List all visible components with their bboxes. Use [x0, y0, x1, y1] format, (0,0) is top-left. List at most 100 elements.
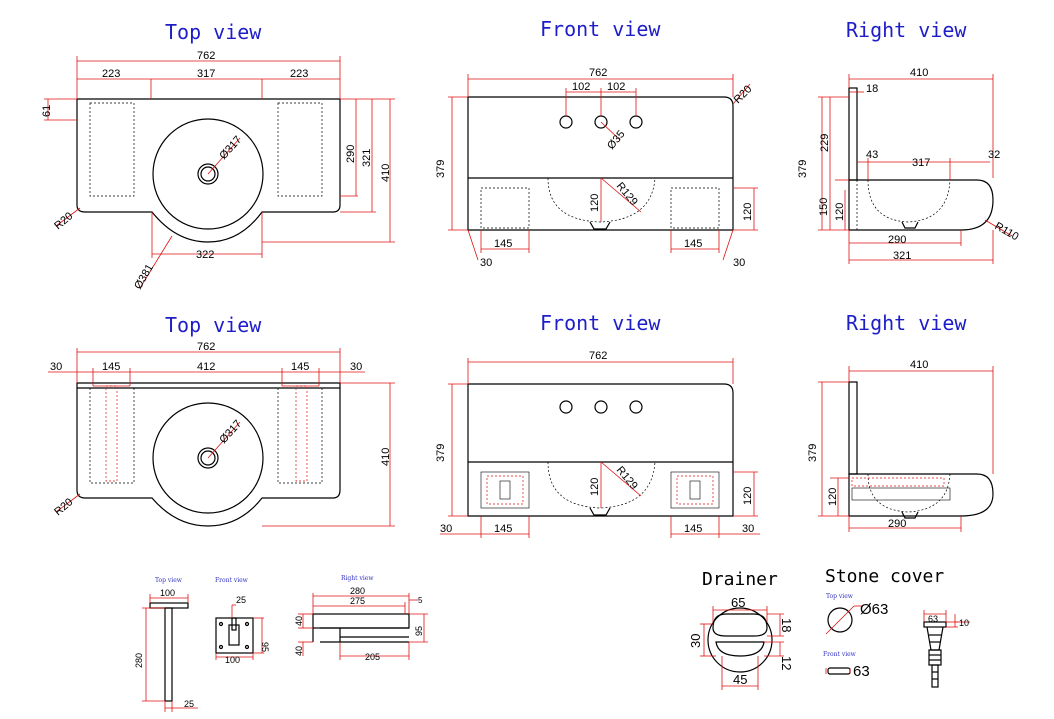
dim-front2-overall: 762	[589, 350, 607, 362]
dim-drainer-45: 45	[733, 672, 747, 687]
dim-front1-dia35: Ø35	[605, 128, 628, 152]
title-top-view-1: Top view	[165, 20, 262, 44]
dim-front2-120-right: 120	[742, 487, 754, 505]
drainer-detail: 65 18 30 12 45	[688, 595, 794, 690]
dim-right1-379: 379	[797, 160, 809, 178]
dim-cover-dia63: Ø63	[860, 601, 888, 618]
title-top-view-2: Top view	[165, 313, 262, 337]
dim-bracket-right-205: 205	[365, 652, 380, 662]
dim-bracket-right-40b: 40	[294, 646, 304, 656]
dim-top2-145a: 145	[102, 361, 120, 373]
top-view-1: 762 223 317 223 61 Ø317 290 321 410 R20 …	[41, 50, 395, 292]
dim-top1-right: 223	[290, 68, 308, 80]
title-front-view-1: Front view	[540, 17, 661, 41]
dim-bracket-right-5: 5	[418, 596, 423, 605]
dim-top1-322: 322	[196, 249, 214, 261]
stone-cover-detail: Ø63 63 63 10	[825, 601, 970, 688]
dim-top1-mid: 317	[197, 68, 215, 80]
right-view-1: 410 18 229 379 43 317 32 150 120 290 321…	[797, 67, 1021, 264]
label-bracket-front-view: Front view	[215, 577, 249, 584]
dim-cover-assembly-10: 10	[959, 618, 969, 628]
title-stone-cover: Stone cover	[825, 566, 944, 587]
dim-front1-r20: R20	[732, 83, 755, 106]
dim-front1-379: 379	[435, 160, 447, 178]
dim-front1-145a: 145	[494, 238, 512, 250]
dim-bracket-right-280: 280	[350, 586, 365, 596]
dim-front2-30a: 30	[440, 523, 452, 535]
label-cover-front-view: Front view	[823, 651, 857, 658]
bracket-top-view: 100 280 25	[134, 588, 198, 712]
dim-right1-229: 229	[819, 134, 831, 152]
dim-bracket-280: 280	[134, 653, 144, 668]
dim-right2-379: 379	[807, 444, 819, 462]
dim-top2-r20: R20	[52, 496, 75, 518]
dim-bracket-25: 25	[184, 699, 194, 709]
dim-top2-145b: 145	[291, 361, 309, 373]
dim-cover-front-63: 63	[853, 663, 870, 680]
dim-front1-r129: R129	[614, 180, 640, 208]
dim-top1-381: Ø381	[132, 262, 156, 291]
dim-front1-30a: 30	[480, 257, 492, 269]
dim-top1-edge: 61	[41, 105, 53, 117]
dim-right1-120: 120	[834, 203, 846, 221]
front-view-2: 762 379 R129 120 120 30 145 145 30	[435, 350, 760, 538]
dim-front1-145b: 145	[684, 238, 702, 250]
dim-top2-30b: 30	[350, 361, 362, 373]
dim-front2-r129: R129	[614, 464, 640, 492]
dim-right1-317: 317	[912, 157, 930, 169]
dim-right2-120: 120	[827, 488, 839, 506]
dim-front1-102b: 102	[607, 81, 625, 93]
front-view-1: 762 R20 102 102 Ø35 379 120 R129 120 145…	[435, 67, 758, 269]
dim-right1-321: 321	[893, 250, 911, 262]
dim-right1-18: 18	[866, 83, 878, 95]
dim-bracket-top-width: 100	[160, 588, 175, 598]
dim-top1-321: 321	[361, 149, 373, 167]
dim-bracket-front-95: 95	[260, 642, 270, 652]
dim-drainer-65: 65	[731, 595, 745, 610]
dim-top1-overall: 762	[197, 50, 215, 62]
dim-bracket-right-40a: 40	[294, 616, 304, 626]
dim-top1-left: 223	[102, 68, 120, 80]
dim-drainer-18: 18	[779, 618, 794, 632]
dim-top1-bowl-diameter: Ø317	[217, 134, 244, 162]
dim-top2-410: 410	[380, 448, 392, 466]
dim-top1-r20: R20	[52, 210, 75, 232]
dim-bracket-right-95: 95	[414, 626, 424, 636]
dim-bracket-right-275: 275	[350, 596, 365, 606]
dim-right1-r110: R110	[993, 220, 1021, 243]
label-bracket-top-view: Top view	[155, 577, 183, 584]
dim-front2-145a: 145	[494, 523, 512, 535]
title-right-view-1: Right view	[846, 18, 967, 42]
top-view-2: 762 30 145 412 145 30 Ø317 410 R20	[48, 341, 395, 527]
dim-top2-overall: 762	[197, 341, 215, 353]
dim-top2-mid: 412	[197, 361, 215, 373]
dim-top1-410: 410	[380, 164, 392, 182]
dim-front2-30b: 30	[742, 523, 754, 535]
title-drainer: Drainer	[702, 569, 778, 590]
dim-front2-145b: 145	[684, 523, 702, 535]
label-cover-top-view: Top view	[826, 593, 854, 600]
dim-front1-30b: 30	[733, 257, 745, 269]
dim-front2-379: 379	[435, 444, 447, 462]
dim-drainer-12: 12	[779, 656, 794, 670]
dim-front2-120: 120	[589, 478, 601, 496]
dim-right1-290: 290	[888, 234, 906, 246]
bracket-front-view: 25 95 100	[215, 595, 270, 665]
bracket-right-view: 280 5 275 40 95 40 205	[294, 586, 428, 662]
dim-cover-assembly-63: 63	[928, 614, 938, 624]
dim-right1-43: 43	[866, 149, 878, 161]
right-view-2: 410 379 120 290	[807, 359, 994, 532]
dim-front1-102a: 102	[572, 81, 590, 93]
dim-right1-150: 150	[818, 198, 830, 216]
dim-top1-290: 290	[345, 145, 357, 163]
dim-bracket-front-100: 100	[225, 655, 240, 665]
dim-front1-120-right: 120	[742, 203, 754, 221]
dim-right2-overall: 410	[910, 359, 928, 371]
dim-front1-overall: 762	[589, 67, 607, 79]
dim-right2-290: 290	[888, 518, 906, 530]
label-bracket-right-view: Right view	[341, 575, 374, 582]
dim-right1-32: 32	[988, 149, 1000, 161]
title-right-view-2: Right view	[846, 311, 967, 335]
dim-bracket-front-25: 25	[236, 595, 246, 605]
title-front-view-2: Front view	[540, 311, 661, 335]
